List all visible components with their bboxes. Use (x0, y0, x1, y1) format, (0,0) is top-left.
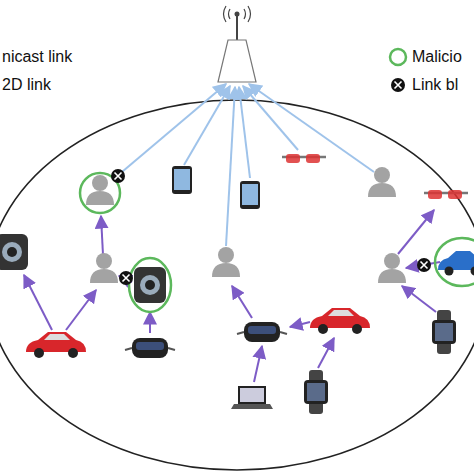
laptop-icon (231, 386, 273, 409)
user-icon (86, 175, 114, 205)
unicast-arrow (239, 87, 250, 178)
blocked-sample (391, 78, 405, 92)
d2d-arrow (232, 286, 252, 318)
legend-text: nicast link (2, 47, 72, 67)
unicast-arrow (184, 86, 230, 165)
car-icon (26, 332, 86, 358)
watch-icon (304, 370, 328, 414)
d2d-arrow (402, 286, 436, 312)
d2d-arrow (101, 216, 103, 255)
d2d-arrow (318, 338, 334, 368)
d2d-links (24, 210, 440, 382)
car-icon (310, 308, 370, 334)
legend-entry: nicast link (2, 47, 72, 67)
legend-entry: 2D link (2, 75, 51, 95)
legend-entry: Link bl (412, 75, 458, 95)
devices (0, 154, 474, 414)
d2d-arrow (254, 346, 262, 382)
blocked-mark (111, 169, 125, 183)
blocked-mark (417, 258, 431, 272)
base-station (218, 6, 256, 82)
unicast-arrow (226, 87, 235, 246)
d2d-arrow (290, 322, 310, 327)
camera-icon (134, 267, 166, 303)
unicast-arrow (249, 84, 374, 172)
d2d-arrow (24, 275, 52, 330)
d2d-arrow (66, 290, 96, 330)
blocked-mark (119, 271, 133, 285)
legend-entry: Malicio (412, 47, 462, 67)
unicast-arrow (116, 84, 226, 177)
glasses-icon (282, 154, 326, 163)
vr-headset-icon (125, 338, 175, 358)
glasses-icon (424, 190, 468, 199)
legend-samples (390, 49, 406, 92)
user-icon (90, 253, 118, 283)
watch-icon (432, 310, 456, 354)
legend-text: Link bl (412, 75, 458, 95)
vr-headset-icon (237, 322, 287, 342)
blocked-markers (111, 169, 431, 285)
legend-text: 2D link (2, 75, 51, 95)
cell-boundary (0, 100, 474, 470)
tablet-icon (172, 166, 192, 194)
malicious-sample (390, 49, 406, 65)
user-icon (378, 253, 406, 283)
user-icon (212, 247, 240, 277)
d2d-arrow (398, 210, 434, 254)
legend-text: Malicio (412, 47, 462, 67)
unicast-links (116, 84, 374, 246)
tablet-icon (240, 181, 260, 209)
malicious-circle (129, 258, 171, 312)
malicious-markers (80, 173, 474, 312)
car-icon (438, 251, 474, 276)
camera-icon (0, 234, 28, 270)
d2d-arrow (149, 312, 151, 333)
unicast-arrow (243, 86, 298, 150)
user-icon (368, 167, 396, 197)
malicious-circle (435, 238, 474, 286)
